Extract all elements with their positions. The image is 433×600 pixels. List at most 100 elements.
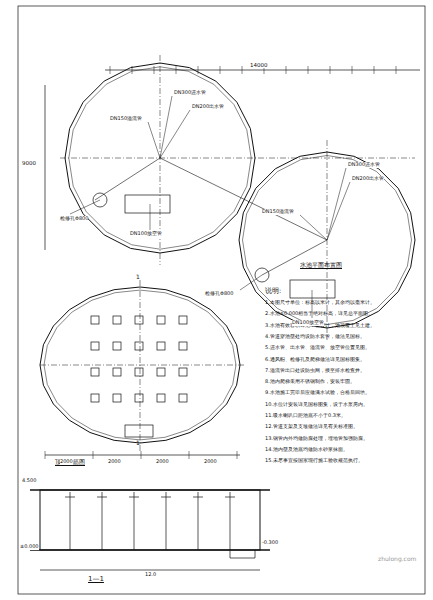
leader-line <box>160 110 190 158</box>
column-square <box>157 342 165 350</box>
section-column <box>230 492 231 550</box>
column-cap <box>97 497 107 498</box>
column-square <box>91 394 99 402</box>
pipe-callout: DN100放空管 <box>292 320 324 326</box>
note-line: 3.水池有效容积详见工艺设计，池顶覆土见土建。 <box>265 323 423 329</box>
pipe-callout: DN200出水管 <box>352 176 384 182</box>
pipe-callout: 检修孔Φ800 <box>60 216 88 222</box>
axis-line <box>40 365 245 366</box>
dimension-tick <box>242 66 243 74</box>
column-square <box>179 316 187 324</box>
watermark: zhulong.com <box>378 556 416 563</box>
dimension-tick <box>220 66 221 74</box>
dimension-text: ±0.000 <box>20 544 39 550</box>
column-square <box>113 316 121 324</box>
sheet-frame <box>18 6 425 594</box>
column-square <box>135 316 143 324</box>
section-column <box>134 492 135 550</box>
column-square <box>179 394 187 402</box>
note-line: 4.管道穿池壁处均设防水套管，做法见国标。 <box>265 334 423 340</box>
column-cap <box>225 497 235 498</box>
pipe-callout: DN300进水管 <box>174 90 206 96</box>
dimension-tick <box>374 66 375 74</box>
dimension-tick <box>237 451 238 459</box>
leader-line <box>70 200 100 214</box>
dimension-line <box>40 570 260 571</box>
dimension-tick <box>132 66 133 74</box>
leader-line <box>240 275 262 290</box>
column-square <box>113 368 121 376</box>
column-square <box>91 368 99 376</box>
dimension-tick <box>45 451 46 459</box>
note-line: 8.池内爬梯采用不锈钢制作，安装牢固。 <box>265 379 423 385</box>
pipe-callout: DN150溢流管 <box>110 116 142 122</box>
leader-line <box>148 122 160 158</box>
note-line: 7.溢流管出口处设防虫网，接至排水检查井。 <box>265 368 423 374</box>
column-square <box>135 342 143 350</box>
pipe-callout: DN300进水管 <box>348 162 380 168</box>
leader-line <box>150 204 151 230</box>
dimension-tick <box>189 451 190 459</box>
section-column <box>102 492 103 550</box>
note-line: 6.通风帽、检修孔及爬梯做法详见国标图集。 <box>265 357 423 363</box>
tank-roof-plan-inner <box>44 290 236 440</box>
dimension-text: 2000 <box>60 459 73 465</box>
column-square <box>135 368 143 376</box>
drawing-title: 水池平面布置图 <box>300 262 342 269</box>
column-square <box>157 368 165 376</box>
dimension-tick <box>110 66 111 74</box>
dimension-tick <box>154 66 155 74</box>
section-column <box>70 492 71 550</box>
dimension-text: -0.300 <box>262 540 278 546</box>
dimension-tick <box>286 66 287 74</box>
dimension-text: 9000 <box>22 160 36 166</box>
dimension-line <box>45 455 240 456</box>
column-cap <box>193 497 203 498</box>
column-square <box>157 316 165 324</box>
dimension-tick <box>176 66 177 74</box>
note-line: 1.本图尺寸单位：标高以米计，其余均以毫米计。 <box>265 300 423 306</box>
column-square <box>179 342 187 350</box>
pipe-chamber <box>290 280 335 298</box>
dimension-tick <box>352 66 353 74</box>
column-square <box>91 316 99 324</box>
note-line: 12.管道支架及支墩做法详见有关标准图。 <box>265 424 423 430</box>
repeated-strokes <box>40 63 415 550</box>
pipe-callout: DN200出水管 <box>192 104 224 110</box>
section-column <box>198 492 199 550</box>
note-line: 5.进水管、出水管、溢流管、放空管位置见图。 <box>265 345 423 351</box>
note-line: 9.水池施工完毕后应做满水试验，合格后回填。 <box>265 390 423 396</box>
dimension-tick <box>198 66 199 74</box>
column-cap <box>65 497 75 498</box>
dimension-text: 2000 <box>156 459 169 465</box>
column-square <box>135 394 143 402</box>
tank-wall <box>65 63 255 253</box>
section-mark: 1 <box>136 274 140 281</box>
sump <box>230 550 255 558</box>
base-slab <box>30 549 270 550</box>
dimension-tick <box>330 66 331 74</box>
note-line: 14.池内壁及池底均做防水砂浆抹面。 <box>265 447 423 453</box>
section-outline <box>40 490 260 550</box>
column-cap <box>129 497 139 498</box>
note-line: 11.吸水喇叭口距池底不小于0.3米。 <box>265 413 423 419</box>
dimension-tick <box>93 451 94 459</box>
dimension-tick <box>396 66 397 74</box>
dimension-line <box>45 85 46 250</box>
note-line: 13.钢管内外均做防腐处理，埋地管加强防腐。 <box>265 436 423 442</box>
tank-wall-inner <box>69 67 251 249</box>
pipe-callout: DN100放空管 <box>130 231 162 237</box>
dimension-tick <box>308 66 309 74</box>
dimension-text: 2000 <box>108 459 121 465</box>
section-column <box>166 492 167 550</box>
note-line: 2.水池±0.000相当于绝对标高，详见总平面图。 <box>265 311 423 317</box>
leader-line <box>300 215 327 240</box>
pipe-chamber <box>125 195 170 213</box>
axis-line <box>60 158 415 159</box>
pipe <box>262 240 327 275</box>
leader-line <box>327 182 350 240</box>
pipe <box>95 158 160 200</box>
column-square <box>91 342 99 350</box>
dimension-line <box>105 70 420 71</box>
